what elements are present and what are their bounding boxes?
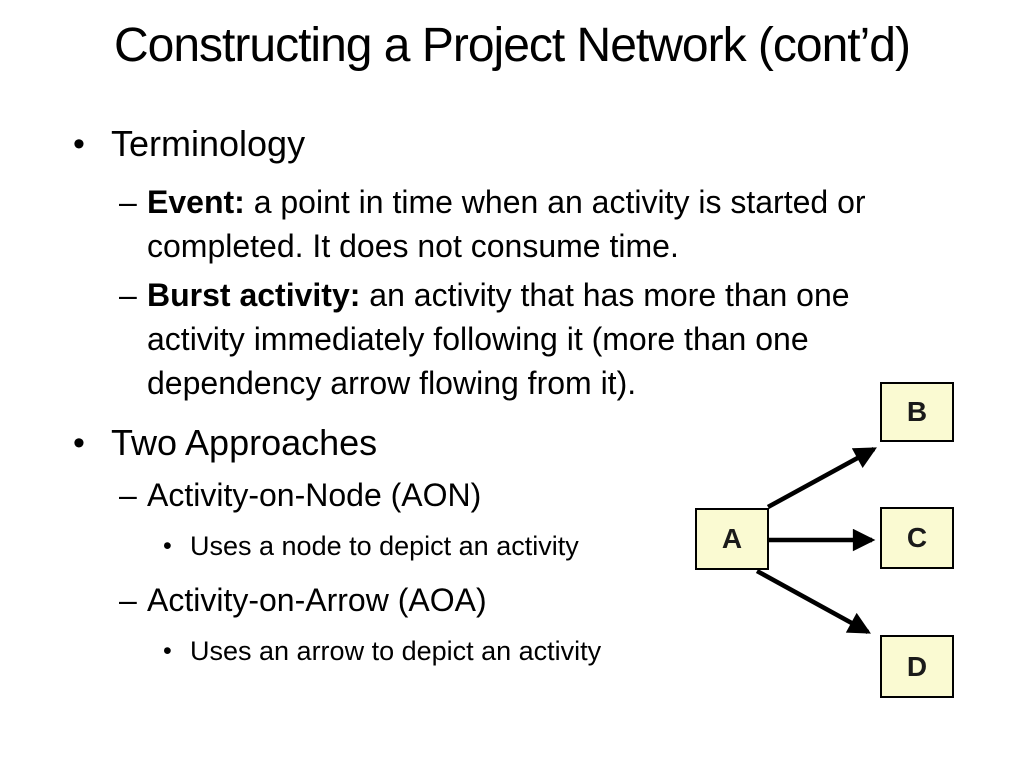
- bullet-event-definition: a point in time when an activity is star…: [147, 184, 866, 264]
- node-b: B: [880, 382, 954, 442]
- bullet-event: – Event: a point in time when an activit…: [119, 180, 866, 268]
- dash-icon: –: [119, 184, 137, 220]
- bullet-aoa-detail: • Uses an arrow to depict an activity: [163, 629, 602, 673]
- bullet-terminology-label: Terminology: [111, 123, 306, 164]
- bullet-aoa: – Activity-on-Arrow (AOA): [119, 578, 487, 622]
- bullet-terminology: • Terminology: [73, 122, 306, 166]
- node-c-label: C: [906, 522, 928, 553]
- node-a-label: A: [721, 523, 743, 554]
- slide-title: Constructing a Project Network (cont’d): [114, 19, 911, 72]
- dash-icon: –: [119, 477, 137, 513]
- bullet-burst-definition: an activity that has more than one activ…: [147, 277, 850, 401]
- bullet-aon-detail: • Uses a node to depict an activity: [163, 524, 579, 568]
- node-c: C: [880, 507, 954, 569]
- node-a: A: [695, 508, 769, 570]
- bullet-burst-term: Burst activity:: [147, 277, 361, 313]
- bullet-event-term: Event:: [147, 184, 245, 220]
- bullet-aon: – Activity-on-Node (AON): [119, 473, 482, 517]
- bullet-icon: •: [73, 125, 85, 163]
- node-b-label: B: [906, 396, 928, 427]
- bullet-aon-detail-label: Uses a node to depict an activity: [190, 531, 579, 561]
- bullet-icon: •: [73, 424, 85, 462]
- node-d: D: [880, 635, 954, 698]
- node-d-label: D: [906, 650, 928, 682]
- bullet-two-approaches: • Two Approaches: [73, 421, 378, 465]
- bullet-aoa-label: Activity-on-Arrow (AOA): [147, 582, 487, 618]
- arrow-a-to-d: [755, 569, 871, 634]
- bullet-icon: •: [163, 532, 172, 560]
- bullet-icon: •: [163, 637, 172, 665]
- bullet-two-approaches-label: Two Approaches: [111, 422, 378, 463]
- dash-icon: –: [119, 277, 137, 313]
- bullet-aoa-detail-label: Uses an arrow to depict an activity: [190, 636, 602, 666]
- bullet-aon-label: Activity-on-Node (AON): [147, 477, 482, 513]
- dash-icon: –: [119, 582, 137, 618]
- arrow-a-to-b: [766, 447, 877, 509]
- bullet-burst-activity: – Burst activity: an activity that has m…: [119, 273, 850, 405]
